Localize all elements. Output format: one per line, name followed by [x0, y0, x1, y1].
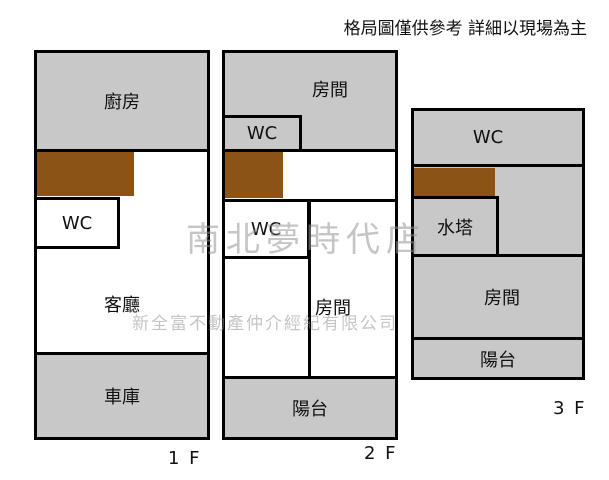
room-label: 房間	[484, 288, 520, 309]
floor-2-stairs	[225, 152, 283, 198]
floor-3-water-tower: 水塔	[411, 196, 499, 257]
floor-1-garage: 車庫	[34, 352, 210, 440]
kitchen-label: 廚房	[104, 92, 140, 113]
floor-3-room: 房間	[411, 254, 585, 340]
floor-1-living-room: 客廳	[34, 249, 210, 355]
floor-2-wc-mid: WC	[222, 199, 310, 259]
room-mid-label: 房間	[315, 298, 351, 319]
floor-3-balcony: 陽台	[411, 337, 585, 380]
floor-1-stairs	[37, 152, 134, 196]
living-room-label: 客廳	[104, 295, 140, 316]
floor-2-label: 2 F	[364, 443, 398, 464]
wc-mid-label: WC	[250, 218, 282, 240]
room-top-label: 房間	[312, 80, 348, 101]
watermark-company-name: 新全富不動產仲介經紀有限公司	[132, 314, 398, 334]
watermark-store-name: 南北夢時代店	[186, 220, 426, 260]
floor-3-stairs	[414, 168, 495, 196]
balcony-label: 陽台	[480, 349, 516, 371]
floor-1-wc: WC	[34, 197, 120, 249]
disclaimer-note: 格局圖僅供參考 詳細以現場為主	[343, 19, 587, 39]
floor-1-label: 1 F	[168, 448, 202, 469]
floor-2-room-mid: 房間	[308, 199, 398, 379]
wc-top-label: WC	[246, 123, 278, 144]
floor-1-kitchen: 廚房	[34, 50, 210, 152]
wc-label: WC	[472, 127, 504, 148]
balcony-label: 陽台	[292, 399, 328, 420]
water-tower-label: 水塔	[437, 217, 473, 239]
floor-3-label: 3 F	[553, 398, 587, 419]
wc-label: WC	[61, 212, 93, 234]
floor-2-wc-top: WC	[222, 115, 302, 152]
floor-2-balcony: 陽台	[222, 376, 398, 440]
garage-label: 車庫	[104, 387, 140, 408]
floor-3-wc: WC	[411, 108, 585, 167]
